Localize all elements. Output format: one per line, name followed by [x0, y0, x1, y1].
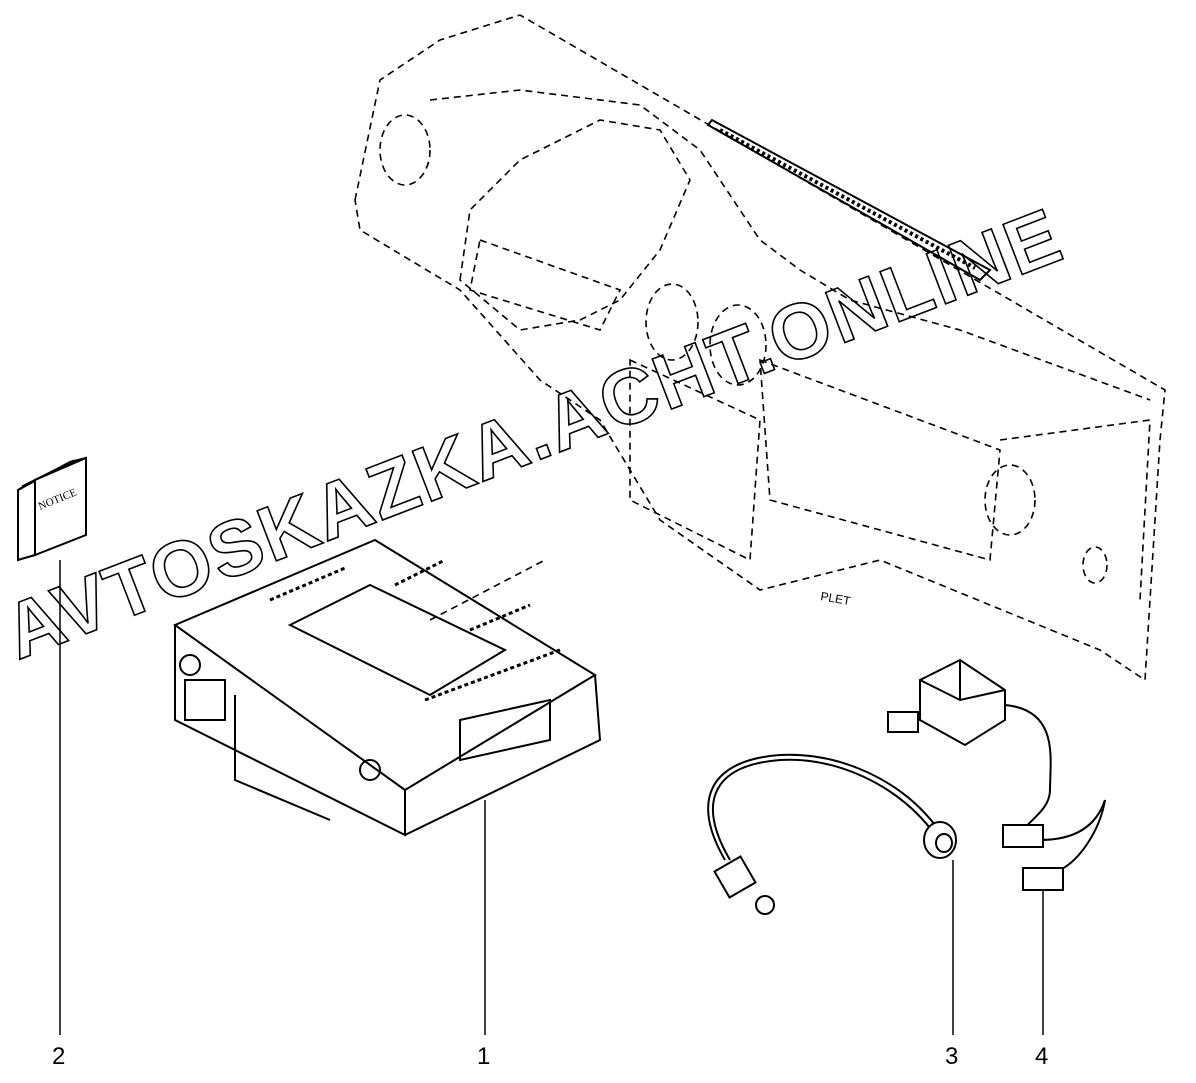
- callout-1: 1: [477, 1043, 491, 1070]
- dashboard-outline: [354, 14, 1166, 682]
- dashboard-label: PLET: [819, 589, 852, 608]
- callout-2: 2: [52, 1043, 66, 1070]
- wiring-harness: [887, 658, 1106, 891]
- callout-4: 4: [1035, 1043, 1049, 1070]
- callout-3: 3: [945, 1043, 959, 1070]
- notice-booklet: [17, 456, 87, 562]
- leader-lines: [59, 560, 1044, 1035]
- dashboard-vent: [706, 118, 992, 282]
- watermark: AVTOSKAZKA.ACHT.ONLINE: [0, 191, 1074, 676]
- antenna-cable: [707, 753, 957, 915]
- radio-unit: [172, 538, 602, 837]
